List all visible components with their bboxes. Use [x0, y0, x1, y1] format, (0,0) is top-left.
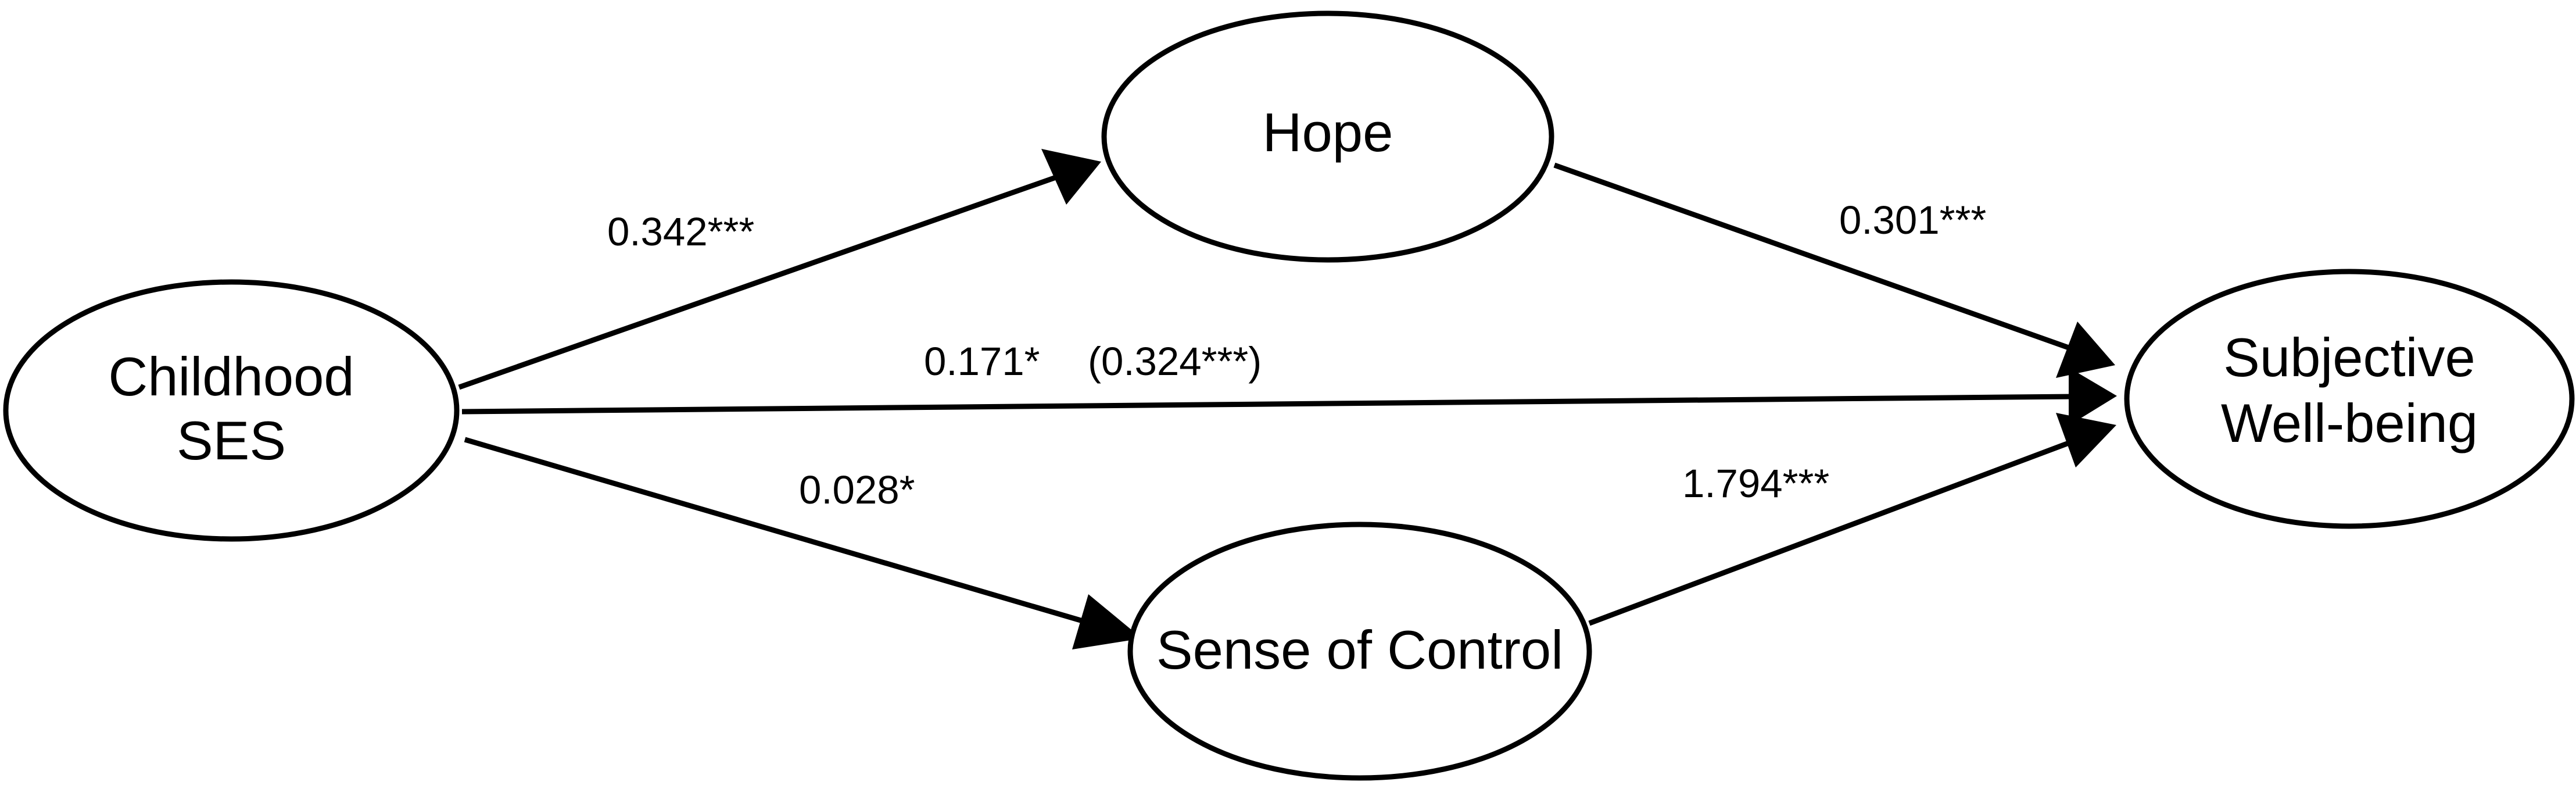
- edge-labels: 0.342*** 0.301*** 0.171* (0.324***) 0.02…: [607, 198, 1986, 512]
- node-hope: Hope: [1101, 10, 1554, 263]
- coefficient-ses-to-swb-direct: 0.171*: [924, 339, 1040, 384]
- coefficient-ses-to-hope: 0.342***: [607, 209, 754, 254]
- edges: [458, 149, 2117, 649]
- edge-ses-to-control: [464, 437, 1142, 649]
- node-childhood-ses: Childhood SES: [3, 279, 460, 542]
- arrowhead-icon: [2056, 322, 2115, 378]
- node-label-line-1: Subjective: [2223, 327, 2475, 388]
- arrowhead-icon: [1041, 149, 1101, 205]
- arrowhead-icon: [2056, 413, 2116, 467]
- node-sense-of-control: Sense of Control: [1127, 522, 1592, 781]
- node-label: Hope: [1263, 102, 1393, 163]
- node-label: Sense of Control: [1156, 619, 1563, 680]
- node-subjective-wellbeing: Subjective Well-being: [2124, 269, 2575, 529]
- coefficient-control-to-swb: 1.794***: [1682, 461, 1829, 506]
- node-label-line-2: SES: [177, 410, 286, 471]
- node-label-line-1: Childhood: [108, 346, 354, 407]
- edge-ses-to-hope: [458, 149, 1101, 390]
- arrowhead-icon: [2069, 367, 2117, 426]
- arrowhead-icon: [1072, 594, 1142, 649]
- coefficient-ses-to-control: 0.028*: [799, 467, 915, 512]
- edge-hope-to-swb: [1553, 162, 2115, 378]
- edge-control-to-swb: [1588, 413, 2116, 626]
- node-label-line-2: Well-being: [2221, 392, 2478, 454]
- coefficient-ses-to-swb-total: (0.324***): [1088, 339, 1262, 384]
- coefficient-hope-to-swb: 0.301***: [1839, 198, 1986, 242]
- edge-ses-to-swb: [461, 367, 2117, 426]
